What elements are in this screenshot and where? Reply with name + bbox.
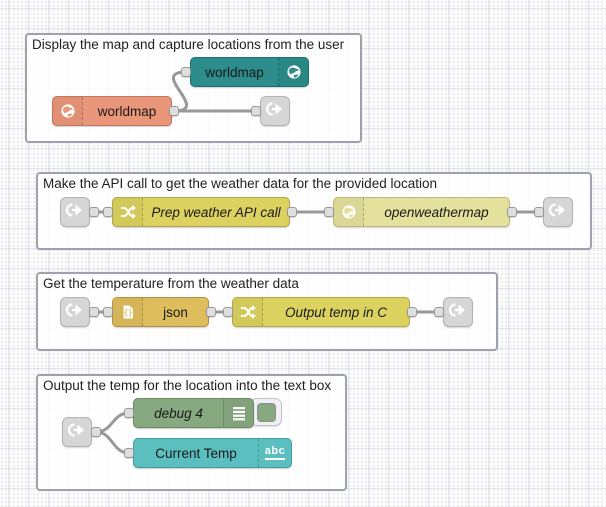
port-output[interactable] [287,207,297,217]
group-title: Display the map and capture locations fr… [32,37,345,52]
node-link-in[interactable] [62,417,92,447]
shuffle-icon [113,198,143,226]
port-input[interactable] [251,106,261,116]
port-output[interactable] [89,207,99,217]
port-input[interactable] [534,207,544,217]
group-display-map[interactable]: Display the map and capture locations fr… [25,33,362,143]
link-in-icon [67,421,86,444]
port-output[interactable] [206,307,216,317]
link-in-icon [65,301,84,324]
shuffle-icon [233,298,263,326]
link-out-icon [548,201,567,224]
node-ui-text[interactable]: Current Temp abc [133,438,292,468]
group-title: Get the temperature from the weather dat… [43,276,299,291]
svg-text:{}: {} [123,308,132,317]
node-label: worldmap [97,103,157,119]
json-file-icon: {} [113,298,143,326]
node-link-out[interactable] [543,197,573,227]
node-worldmap-display[interactable]: worldmap [190,57,309,87]
globe-icon [53,97,83,125]
link-in-icon [65,201,84,224]
port-output[interactable] [89,307,99,317]
node-label: debug 4 [154,405,203,421]
port-input[interactable] [103,207,113,217]
debug-toggle-state [256,402,276,422]
port-input[interactable] [181,67,191,77]
port-input[interactable] [124,448,134,458]
port-input[interactable] [124,408,134,418]
link-out-icon [448,301,467,324]
port-input[interactable] [434,307,444,317]
node-worldmap-events[interactable]: worldmap [52,96,172,126]
port-input[interactable] [223,307,233,317]
port-input[interactable] [324,207,334,217]
abc-icon: abc [258,439,291,467]
node-label: Prep weather API call [151,204,281,220]
node-change-prep[interactable]: Prep weather API call [112,197,290,227]
node-link-out[interactable] [260,96,290,126]
port-output[interactable] [91,427,101,437]
node-label: Output temp in C [284,304,388,320]
port-input[interactable] [103,307,113,317]
wire[interactable] [171,70,189,113]
link-out-icon [265,100,284,123]
group-title: Output the temp for the location into th… [43,378,332,393]
node-debug[interactable]: debug 4 [133,398,254,428]
node-label: json [163,304,188,320]
group-title: Make the API call to get the weather dat… [43,176,437,191]
node-label: openweathermap [384,204,489,220]
node-openweathermap[interactable]: openweathermap [333,197,510,227]
port-output[interactable] [169,106,179,116]
node-label: Current Temp [155,445,237,461]
debug-list-icon [223,399,253,427]
node-label: worldmap [205,64,264,80]
globe-icon [278,58,308,86]
node-link-in[interactable] [60,297,90,327]
globe-icon [334,198,364,226]
debug-toggle-button[interactable] [250,398,282,426]
node-json[interactable]: {} json [112,297,209,327]
port-output[interactable] [507,207,517,217]
port-output[interactable] [407,307,417,317]
node-link-in[interactable] [60,197,90,227]
node-link-out[interactable] [443,297,473,327]
node-change-output-temp[interactable]: Output temp in C [232,297,410,327]
